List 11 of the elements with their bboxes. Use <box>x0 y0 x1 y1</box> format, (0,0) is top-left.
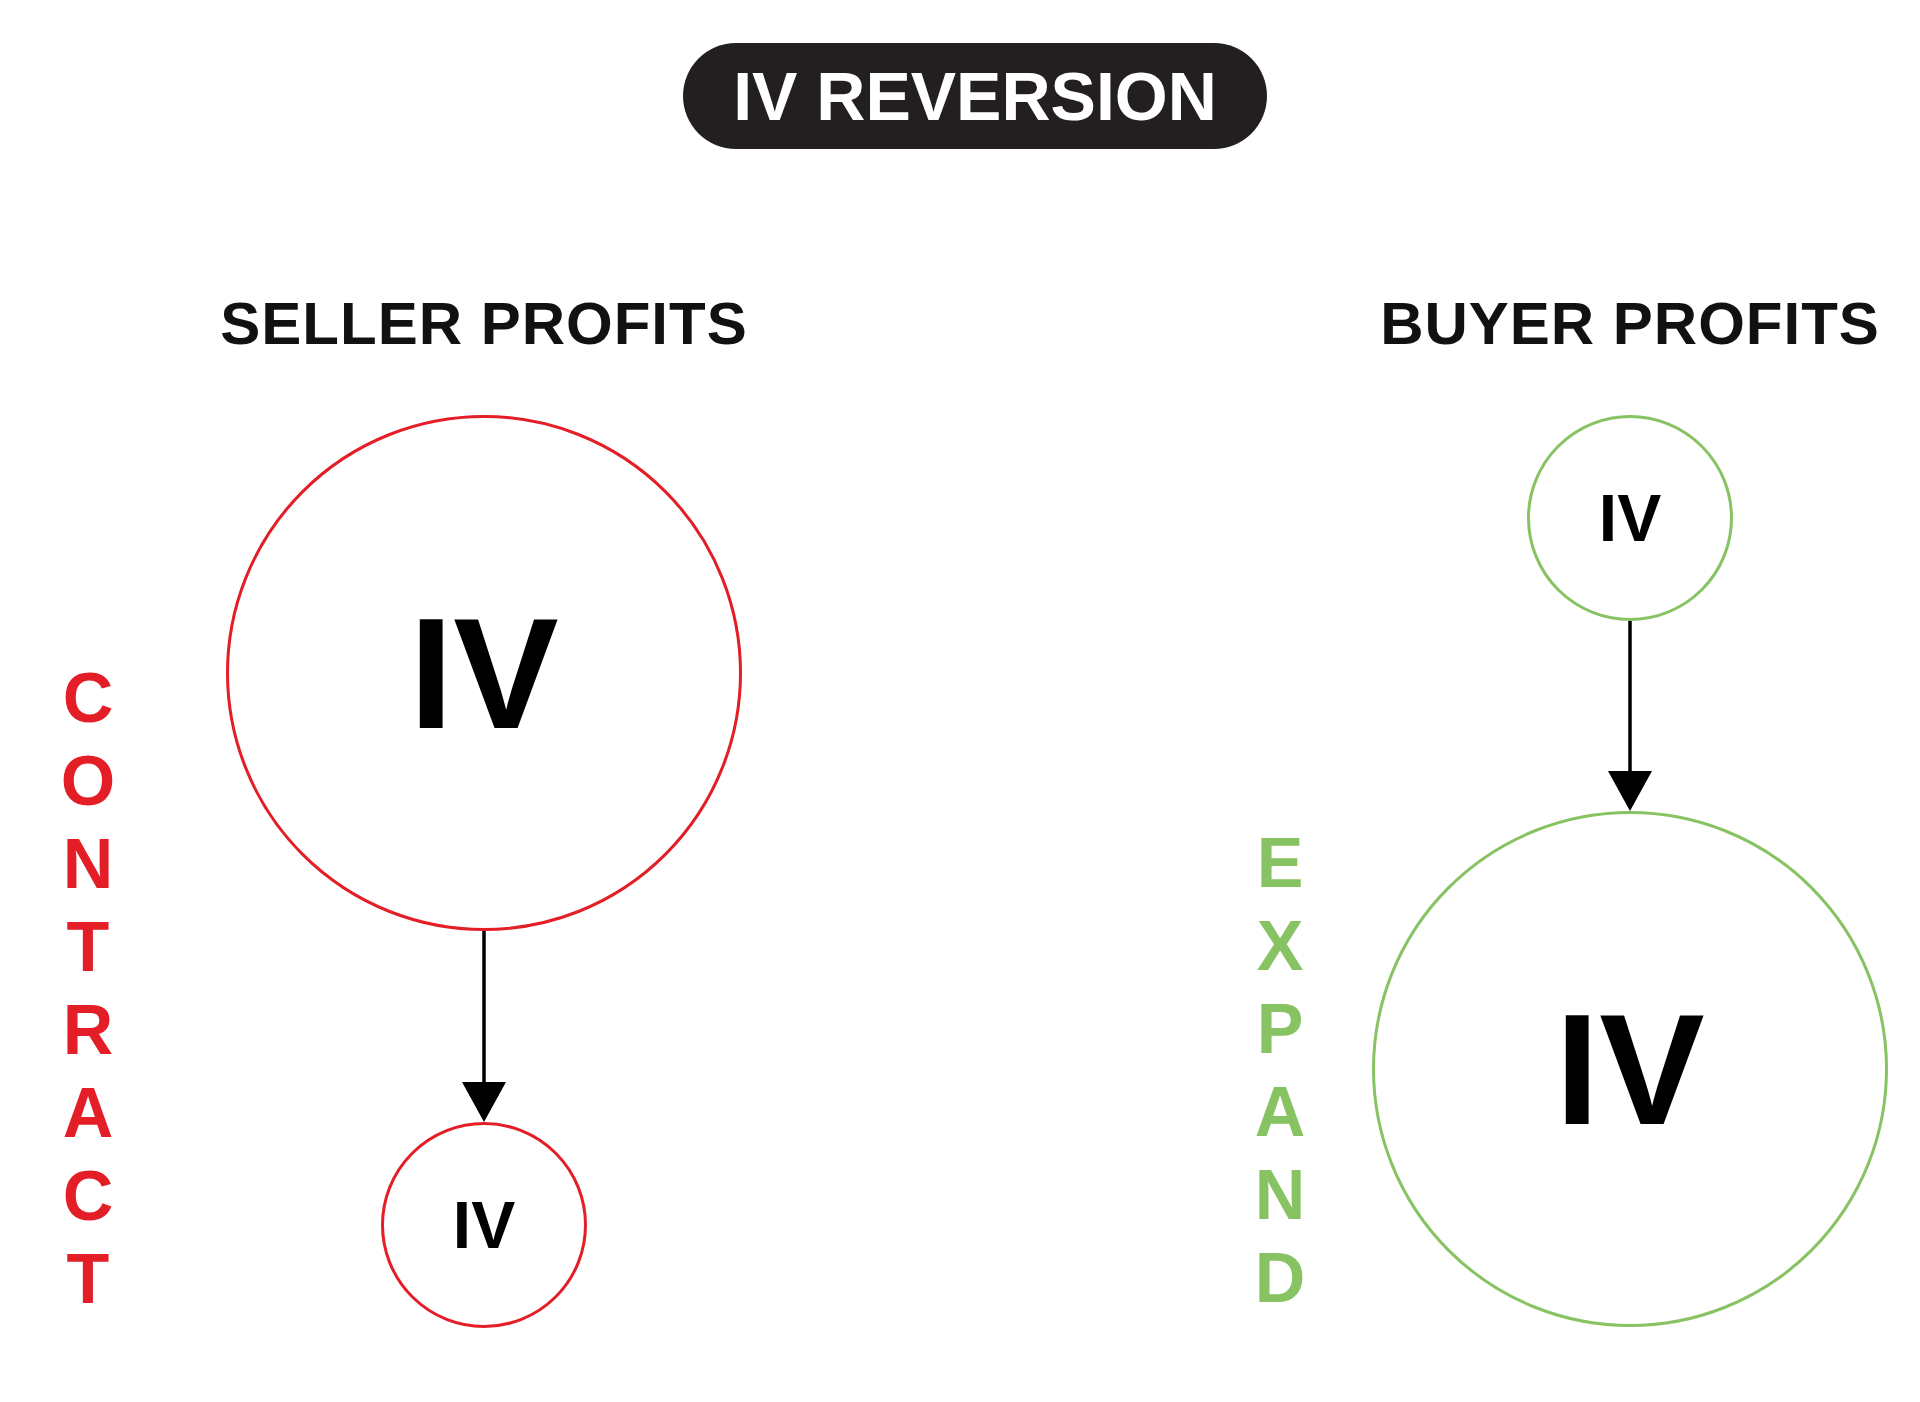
vertical-label: EXPAND <box>1253 823 1307 1319</box>
node-label: IV <box>409 594 559 752</box>
vertical-label: CONTRACT <box>59 658 117 1320</box>
column-heading: BUYER PROFITS <box>1380 294 1880 354</box>
arrow <box>1608 621 1652 811</box>
title: IV REVERSION <box>683 43 1267 149</box>
column-heading: SELLER PROFITS <box>220 294 748 354</box>
node-label: IV <box>452 1192 516 1258</box>
node-label: IV <box>1555 990 1705 1148</box>
arrow <box>462 931 506 1122</box>
node-label: IV <box>1598 485 1662 551</box>
